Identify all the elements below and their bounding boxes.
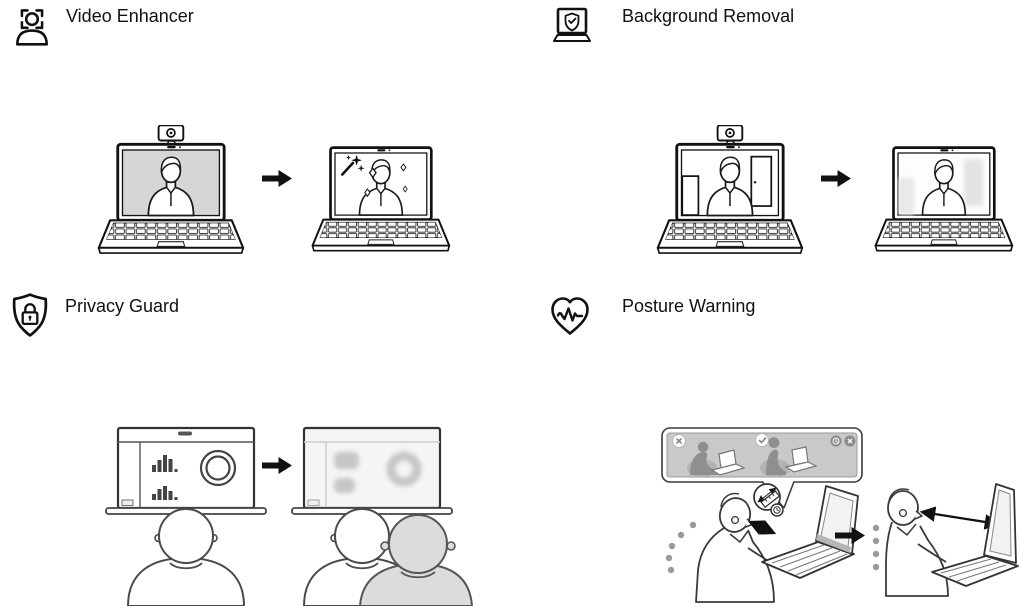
spine-dots-curved [665,521,697,574]
laptop-screen [116,426,256,510]
video-enhancer-illustration [97,125,451,254]
bar-chart [152,455,178,500]
right-arrow-icon [262,457,292,474]
slouched-person-scene [665,483,859,603]
blurred-content [334,451,422,493]
right-arrow-icon [262,170,292,187]
privacy-guard-illustration [105,426,474,606]
face-scan-icon [16,9,48,46]
spine-dots-straight [872,524,880,571]
webcam-icon [716,125,744,145]
laptop-side [931,483,1019,587]
banner-controls [830,435,856,447]
check-mark-icon [758,436,767,444]
laptop-screen-blurred [302,426,442,510]
laptop-after [874,146,1014,252]
posture-notification-banner [661,427,863,509]
eye-to-screen-arrow [919,506,1001,530]
x-mark-icon [675,437,683,445]
background-removal-illustration [656,125,1014,254]
laptop-before [97,125,245,254]
shield-lock-icon [12,293,48,337]
laptop-shield-icon [553,7,591,42]
upright-person [885,488,949,597]
room-background [681,155,773,216]
shoulder-surfer-person [358,514,474,606]
heart-pulse-icon [551,297,589,335]
feature-title: Privacy Guard [65,296,180,316]
bad-posture-mini [672,434,746,476]
blurred-background [898,159,984,215]
distance-arrow [747,520,777,535]
feature-title: Background Removal [622,6,795,26]
scene-before [105,426,267,606]
good-posture-mini [755,433,818,475]
donut-chart [199,449,237,487]
laptop-after [311,146,451,252]
right-arrow-icon [821,170,851,187]
magic-wand-icon [340,154,365,176]
scene-after [291,426,474,606]
laptop-before [656,125,804,254]
feature-title: Video Enhancer [66,6,194,26]
posture-warning-illustration [661,427,1019,603]
user-person [126,508,246,606]
distance-ruler-icon [753,483,784,517]
feature-title: Posture Warning [622,296,756,316]
webcam-icon [157,125,185,145]
upright-person-scene [872,483,1019,597]
